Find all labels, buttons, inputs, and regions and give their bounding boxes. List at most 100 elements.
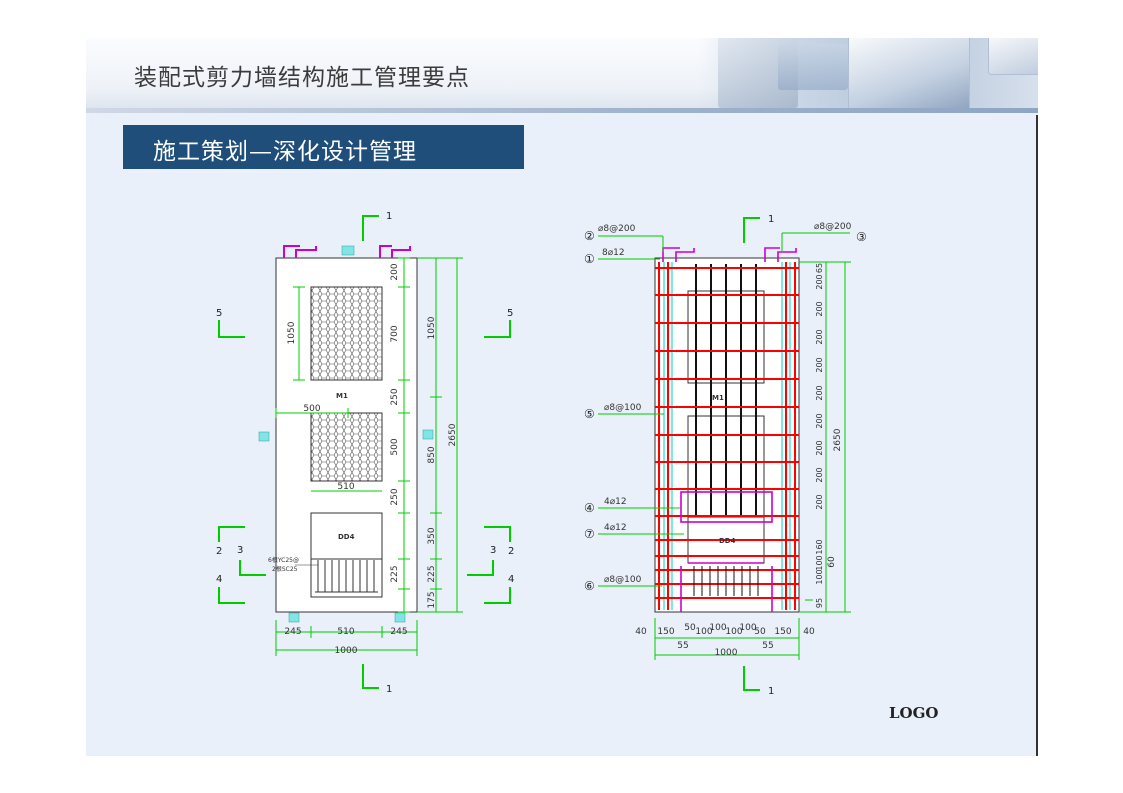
slide-right-edge xyxy=(1036,115,1038,756)
opening-label-m1: M1 xyxy=(336,392,348,400)
dim-1050-left: 1050 xyxy=(287,321,297,344)
right-dim-6: 200 xyxy=(815,413,824,428)
section-2-right: 2 xyxy=(508,546,514,557)
callout-5: ⑤ xyxy=(584,407,595,421)
right-dim-55b: 55 xyxy=(762,641,773,651)
bottom-dim-5: 100 xyxy=(725,627,742,637)
bottom-ribs xyxy=(315,560,378,593)
right-dim-60: 60 xyxy=(827,556,837,568)
rebar-label-5: ⌀8@100 xyxy=(604,403,642,413)
dd-label: DD4 xyxy=(338,533,355,541)
right-dim-5: 200 xyxy=(815,385,824,400)
right-reinforcement-drawing: M1 DD4 ① ② ③ ④ ⑤ ⑥ ⑦ 8⌀12 ⌀8@200 ⌀8@200 … xyxy=(584,214,867,697)
dim-175: 175 xyxy=(427,591,437,608)
header-banner: 装配式剪力墙结构施工管理要点 xyxy=(86,38,1038,110)
section-1-top: 1 xyxy=(386,211,392,222)
bottom-dim-9: 40 xyxy=(803,627,815,637)
section-4-right: 4 xyxy=(508,574,514,585)
dim-2650: 2650 xyxy=(448,423,458,446)
right-dim-2: 200 xyxy=(815,301,824,316)
rebar-label-4: 4⌀12 xyxy=(604,497,627,507)
section-title: 施工策划—深化设计管理 xyxy=(153,139,417,165)
rebar-note-1: 6根YC25@ xyxy=(268,556,299,564)
right-bottom-ribs xyxy=(693,566,759,596)
bottom-dim-6: 100 xyxy=(739,623,756,633)
bottom-dim-4: 100 xyxy=(709,623,726,633)
rebar-label-1: 8⌀12 xyxy=(602,248,625,258)
right-dimension-lines xyxy=(654,261,851,660)
bottom-dim-0: 40 xyxy=(635,627,647,637)
right-dim-11: 100 xyxy=(815,555,824,570)
dim-250b: 250 xyxy=(390,488,400,505)
decorative-cubes-image xyxy=(698,38,1038,110)
bottom-dim-3: 100 xyxy=(695,627,712,637)
rebar-label-3: ⌀8@200 xyxy=(814,222,852,232)
header-divider xyxy=(86,108,1038,113)
bottom-dim-7: 50 xyxy=(754,627,766,637)
callout-7: ⑦ xyxy=(584,527,595,541)
right-dim-9: 200 xyxy=(815,494,824,509)
right-dim-0: 65 xyxy=(815,263,824,273)
right-dim-55a: 55 xyxy=(677,641,688,651)
dim-510-mid: 510 xyxy=(337,482,354,492)
slide-panel: 装配式剪力墙结构施工管理要点 施工策划—深化设计管理 LOGO xyxy=(86,38,1038,756)
right-dim-3: 200 xyxy=(815,329,824,344)
dim-200: 200 xyxy=(390,263,400,280)
dim-510: 510 xyxy=(337,627,354,637)
dim-500v: 500 xyxy=(390,438,400,455)
logo-text: LOGO xyxy=(889,704,939,722)
rebar-note-2: 2根SC25 xyxy=(272,565,298,573)
dd-box xyxy=(310,512,383,560)
dim-245a: 245 xyxy=(284,627,301,637)
rebar-label-2: ⌀8@200 xyxy=(598,224,636,234)
right-dim-1000: 1000 xyxy=(715,648,738,658)
section-1-bottom: 1 xyxy=(386,684,392,695)
right-dim-7: 200 xyxy=(815,440,824,455)
upper-opening-hatch xyxy=(310,286,383,381)
right-dim-8: 200 xyxy=(815,467,824,482)
section-3-left: 3 xyxy=(237,545,243,556)
callout-2: ② xyxy=(584,229,595,243)
right-dim-4: 200 xyxy=(815,357,824,372)
right-dim-13: 95 xyxy=(815,598,824,608)
right-dim-2650: 2650 xyxy=(833,428,843,451)
right-dim-12: 100 xyxy=(815,569,824,584)
callout-1: ① xyxy=(584,252,595,266)
dim-225b: 225 xyxy=(427,565,437,582)
red-horizontal-bars xyxy=(655,267,799,599)
dim-850: 850 xyxy=(427,446,437,463)
bottom-dim-2: 50 xyxy=(684,623,696,633)
right-dd-label: DD4 xyxy=(719,537,736,545)
bottom-dim-1: 150 xyxy=(657,627,674,637)
dim-250a: 250 xyxy=(390,388,400,405)
cyan-markers xyxy=(258,245,434,623)
section-3-right: 3 xyxy=(490,545,496,556)
lower-opening-hatch xyxy=(310,412,383,482)
section-markers xyxy=(218,215,511,689)
lifting-hooks xyxy=(283,245,411,258)
bottom-dim-8: 150 xyxy=(774,627,791,637)
rebar-label-7: 4⌀12 xyxy=(604,523,627,533)
right-section-markers xyxy=(743,217,760,691)
section-5-right: 5 xyxy=(507,308,513,319)
section-4-left: 4 xyxy=(216,574,222,585)
left-elevation-drawing: 6根YC25@ 2根SC25 M1 DD4 xyxy=(216,211,514,695)
right-dim-1: 200 xyxy=(815,274,824,289)
vertical-bars xyxy=(695,264,757,517)
dim-225a: 225 xyxy=(390,565,400,582)
dim-500h: 500 xyxy=(303,404,320,414)
dim-1050-right: 1050 xyxy=(427,316,437,339)
leader-lines xyxy=(598,232,850,587)
section-2-left: 2 xyxy=(216,546,222,557)
right-section-1-top: 1 xyxy=(768,214,774,225)
rebar-label-6: ⌀8@100 xyxy=(604,575,642,585)
dim-1000: 1000 xyxy=(335,646,358,656)
callout-6: ⑥ xyxy=(584,579,595,593)
callout-3: ③ xyxy=(856,230,867,244)
callout-4: ④ xyxy=(584,501,595,515)
dim-350: 350 xyxy=(427,527,437,544)
section-5-left: 5 xyxy=(216,308,222,319)
